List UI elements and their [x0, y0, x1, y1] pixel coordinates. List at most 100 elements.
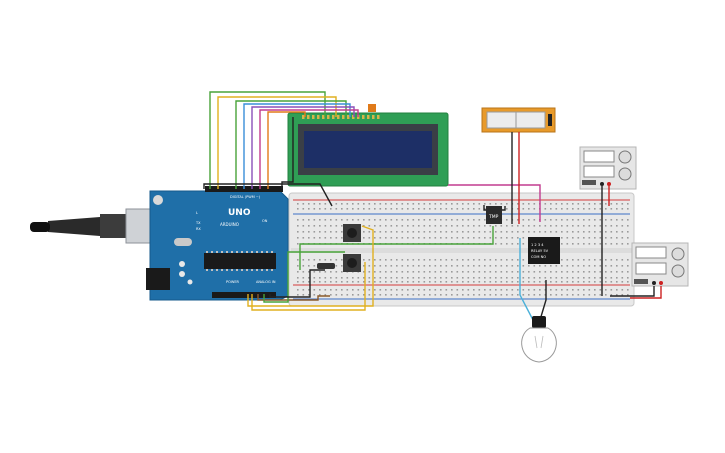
breadboard-hole [566, 208, 569, 210]
lcd-pin [342, 115, 345, 119]
breadboard-hole [412, 294, 415, 296]
breadboard-hole [462, 225, 464, 227]
breadboard-hole [572, 265, 574, 267]
breadboard-hole [401, 289, 404, 291]
breadboard-hole [302, 294, 305, 296]
breadboard-hole [401, 281, 404, 283]
breadboard-hole [561, 237, 563, 239]
breadboard-hole [616, 265, 618, 267]
lcd-pin [312, 115, 315, 119]
breadboard-hole [473, 219, 475, 221]
breadboard-hole [379, 271, 382, 273]
breadboard-hole [484, 271, 486, 273]
breadboard-hole [478, 271, 481, 273]
power-jack [146, 268, 170, 290]
breadboard-hole [489, 225, 492, 227]
chip-pin [256, 269, 258, 271]
breadboard-hole [407, 289, 409, 291]
breadboard-hole [616, 225, 618, 227]
breadboard-hole [500, 289, 503, 291]
breadboard-hole [621, 265, 624, 267]
breadboard-hole [434, 208, 437, 210]
breadboard-hole [368, 265, 371, 267]
breadboard-hole [572, 277, 574, 279]
breadboard-hole [522, 231, 525, 233]
breadboard-hole [330, 289, 332, 291]
breadboard-hole [401, 277, 404, 279]
breadboard-hole [308, 225, 310, 227]
breadboard-hole [401, 265, 404, 267]
breadboard-hole [588, 203, 591, 205]
breadboard-hole [440, 219, 442, 221]
breadboard-hole [616, 289, 618, 291]
breadboard-hole [572, 225, 574, 227]
breadboard-hole [572, 294, 574, 296]
breadboard-hole [302, 259, 305, 261]
breadboard-hole [588, 225, 591, 227]
breadboard-hole [352, 289, 354, 291]
breadboard-hole [616, 281, 618, 283]
breadboard-hole [605, 225, 607, 227]
breadboard-hole [423, 237, 426, 239]
breadboard-hole [297, 208, 299, 210]
breadboard-hole [374, 259, 376, 261]
crystal [174, 238, 192, 246]
breadboard-hole [500, 294, 503, 296]
breadboard-hole [467, 265, 470, 267]
led-label-tx: TX [195, 221, 201, 225]
breadboard-hole [533, 294, 536, 296]
breadboard-hole [330, 281, 332, 283]
breadboard-hole [302, 225, 305, 227]
breadboard-hole [511, 294, 514, 296]
breadboard-hole [467, 289, 470, 291]
breadboard-hole [462, 271, 464, 273]
breadboard-hole [572, 271, 574, 273]
breadboard-hole [445, 237, 448, 239]
breadboard-hole [319, 208, 321, 210]
breadboard-hole [374, 294, 376, 296]
breadboard-hole [550, 208, 552, 210]
breadboard-hole [379, 294, 382, 296]
breadboard-hole [588, 243, 591, 245]
breadboard-hole [379, 289, 382, 291]
breadboard-hole [324, 277, 327, 279]
breadboard-hole [418, 281, 420, 283]
breadboard-hole [352, 281, 354, 283]
breadboard-hole [583, 243, 585, 245]
breadboard-hole [555, 203, 558, 205]
breadboard-hole [577, 289, 580, 291]
chip-pin [251, 251, 253, 253]
breadboard-hole [368, 225, 371, 227]
breadboard-hole [517, 265, 519, 267]
chip-pin [246, 269, 248, 271]
breadboard-hole [561, 277, 563, 279]
breadboard-hole [423, 277, 426, 279]
breadboard-hole [616, 208, 618, 210]
breadboard-hole [489, 271, 492, 273]
breadboard-hole [451, 271, 453, 273]
breadboard-hole [610, 265, 613, 267]
breadboard-hole [594, 265, 596, 267]
breadboard-hole [313, 277, 316, 279]
breadboard-hole [385, 237, 387, 239]
breadboard-hole [374, 277, 376, 279]
breadboard-hole [462, 219, 464, 221]
breadboard-hole [434, 237, 437, 239]
breadboard-hole [528, 294, 530, 296]
breadboard-hole [363, 259, 365, 261]
breadboard-hole [533, 277, 536, 279]
breadboard-hole [363, 225, 365, 227]
breadboard-hole [357, 208, 360, 210]
breadboard-hole [335, 294, 338, 296]
lcd-pin [352, 115, 355, 119]
lcd-pin [322, 115, 325, 119]
chip-pin [241, 269, 243, 271]
breadboard-hole [341, 231, 343, 233]
breadboard-hole [319, 237, 321, 239]
breadboard-hole [324, 231, 327, 233]
breadboard-hole [368, 281, 371, 283]
breadboard-hole [621, 281, 624, 283]
breadboard-hole [319, 289, 321, 291]
breadboard-hole [440, 231, 442, 233]
chip-pin [246, 251, 248, 253]
